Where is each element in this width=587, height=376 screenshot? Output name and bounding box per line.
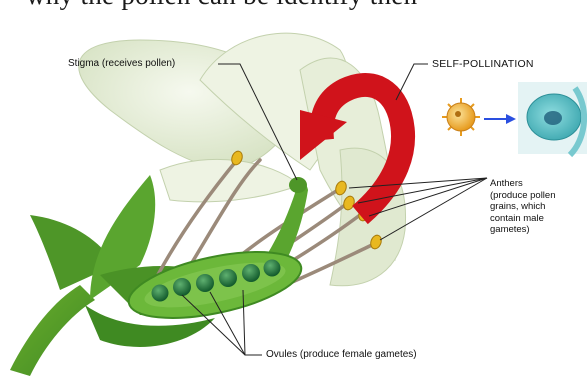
self-pollination-label: SELF-POLLINATION <box>432 58 534 70</box>
ovules-label: Ovules (produce female gametes) <box>266 349 417 361</box>
anthers-label: Anthers (produce pollen grains, which co… <box>490 178 586 236</box>
ovule <box>219 269 237 287</box>
anthers-label-line: Anthers <box>490 178 586 190</box>
ovule <box>264 260 281 277</box>
pollen-inset <box>442 82 587 155</box>
anthers-label-line: (produce pollen <box>490 190 586 202</box>
anthers-label-line: grains, which <box>490 201 586 213</box>
arrow-blue-icon <box>484 114 516 124</box>
cell-image-icon <box>518 82 587 155</box>
stigma-label: Stigma (receives pollen) <box>68 58 175 70</box>
pollen-grain-icon <box>442 98 480 136</box>
stigma <box>289 177 307 193</box>
ovule <box>196 274 214 292</box>
ovule <box>152 285 169 302</box>
anthers-label-line: gametes) <box>490 224 586 236</box>
anthers-label-line: contain male <box>490 213 586 225</box>
ovule <box>173 278 191 296</box>
ovule <box>242 264 260 282</box>
